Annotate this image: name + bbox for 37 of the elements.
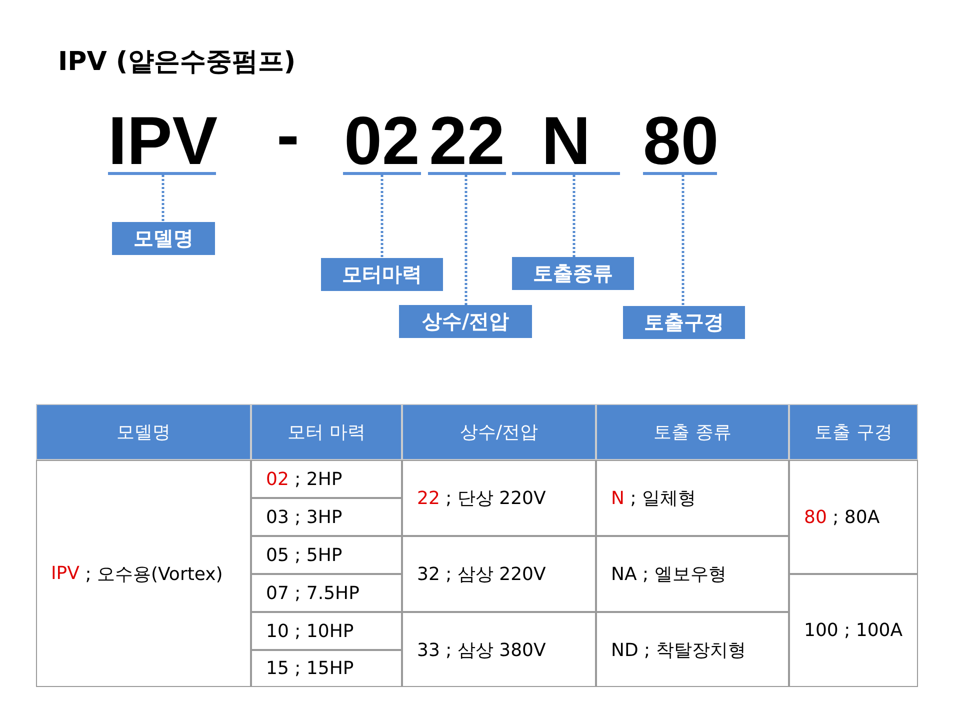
table-cell: 22 ; 단상 220V — [402, 460, 596, 536]
column-header: 모델명 — [36, 404, 251, 460]
field-label-box: 토출종류 — [512, 257, 634, 290]
code-segment: 22 — [428, 110, 506, 175]
code-segment: 02 — [343, 110, 421, 175]
leader-line — [162, 175, 164, 222]
separator-dash: - — [276, 104, 300, 166]
table-cell: 07 ; 7.5HP — [251, 574, 402, 612]
code-segment: 80 — [643, 110, 717, 175]
table-cell: 15 ; 15HP — [251, 650, 402, 687]
leader-line — [682, 175, 684, 306]
code-segment: IPV — [108, 110, 216, 175]
leader-line — [464, 175, 468, 305]
table-cell: 03 ; 3HP — [251, 498, 402, 536]
field-label-box: 상수/전압 — [399, 305, 532, 338]
table-cell: 33 ; 삼상 380V — [402, 612, 596, 687]
column-header: 토출 구경 — [789, 404, 918, 460]
field-label-box: 모델명 — [112, 222, 215, 255]
title: IPV (얕은수중펌프) — [58, 46, 296, 79]
column-header: 상수/전압 — [402, 404, 596, 460]
table-cell: 80 ; 80A — [789, 460, 918, 574]
field-label-box: 모터마력 — [321, 258, 443, 291]
table-cell: 32 ; 삼상 220V — [402, 536, 596, 612]
table-cell: ND ; 착탈장치형 — [596, 612, 789, 687]
table-cell: 100 ; 100A — [789, 574, 918, 687]
leader-line — [380, 175, 384, 258]
table-cell: N ; 일체형 — [596, 460, 789, 536]
table-cell: 02 ; 2HP — [251, 460, 402, 498]
column-header: 모터 마력 — [251, 404, 402, 460]
column-header: 토출 종류 — [596, 404, 789, 460]
table-cell: 05 ; 5HP — [251, 536, 402, 574]
table-cell: 10 ; 10HP — [251, 612, 402, 650]
table-cell: IPV ; 오수용(Vortex) — [36, 460, 251, 687]
code-segment: N — [512, 110, 620, 175]
leader-line — [572, 175, 576, 257]
field-label-box: 토출구경 — [623, 306, 745, 339]
table-cell: NA ; 엘보우형 — [596, 536, 789, 612]
